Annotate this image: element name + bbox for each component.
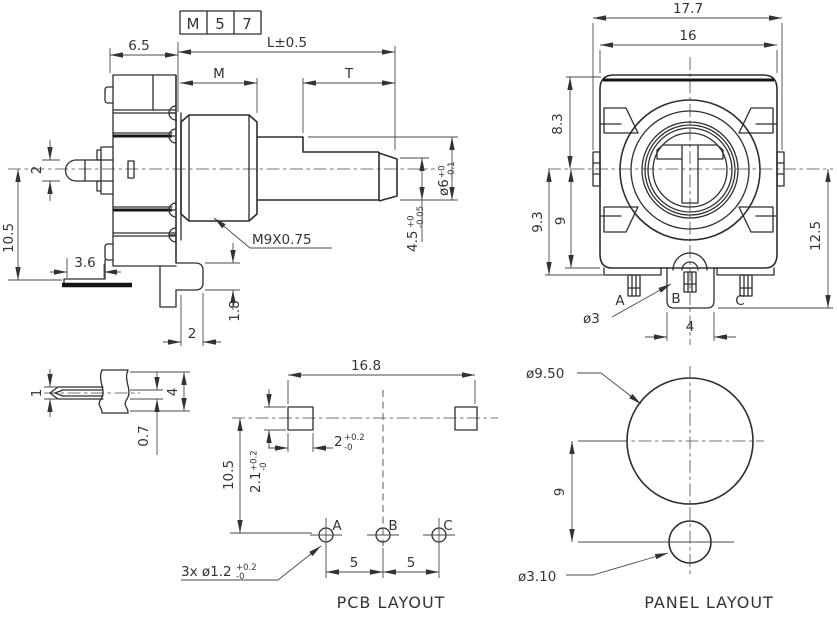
dim-1-8: 1.8 <box>227 300 243 321</box>
pcb-slots <box>287 406 478 431</box>
dim-T: T <box>344 66 354 82</box>
svg-text:4.5: 4.5 <box>405 231 421 252</box>
panel-centerlines <box>615 366 764 574</box>
dim-terminal-1: 1 <box>29 389 45 398</box>
dim-pcb-holes: 3x ø1.2 +0.2 -0 <box>181 563 257 582</box>
front-view-centerlines <box>548 57 833 345</box>
panel-layout-view: ø9.50 9 ø3.10 PANEL LAYOUT <box>518 366 774 612</box>
part-code-cell-3: 7 <box>242 15 252 33</box>
pcb-hole-label-a: A <box>332 518 342 534</box>
dim-hole-o3: ø3 <box>583 311 600 327</box>
dim-17-7: 17.7 <box>673 1 703 17</box>
dim-pcb-10-5: 10.5 <box>221 460 237 490</box>
front-view-body <box>592 74 785 269</box>
svg-text:3x ø1.2: 3x ø1.2 <box>181 564 232 580</box>
svg-text:-0: -0 <box>236 572 244 582</box>
dim-9-3: 9.3 <box>530 211 546 232</box>
dim-10-5: 10.5 <box>1 223 17 253</box>
dim-index-hole: ø3.10 <box>518 569 556 585</box>
svg-text:+0.2: +0.2 <box>250 450 260 471</box>
front-pin-label-b: B <box>671 291 680 307</box>
dim-L: L±0.5 <box>267 35 307 51</box>
dim-pin-2: 2 <box>29 166 45 175</box>
svg-text:-0.1: -0.1 <box>447 161 457 178</box>
side-pin <box>64 159 114 182</box>
svg-text:-0: -0 <box>259 463 269 471</box>
panel-dimensions: ø9.50 9 ø3.10 <box>518 366 734 585</box>
dim-slot-width: 2 +0.2 -0 <box>334 433 365 453</box>
dim-9: 9 <box>553 217 569 226</box>
terminal-shape <box>49 369 130 414</box>
svg-text:ø6: ø6 <box>436 179 452 196</box>
dim-M: M <box>213 66 225 82</box>
front-pin-b <box>683 271 697 293</box>
dim-panel-9: 9 <box>552 488 568 497</box>
terminal-dimensions: 1 4 0.7 <box>29 369 190 455</box>
front-pin-label-a: A <box>615 293 625 309</box>
svg-text:-0: -0 <box>344 443 352 453</box>
dim-slot-height: 2.1 +0.2 -0 <box>248 450 269 493</box>
dim-shaft-flat: 4.5 +0 -0.05 <box>405 206 426 252</box>
front-view-rosette <box>619 99 761 241</box>
pcb-dimensions: 16.8 2 +0.2 -0 2.1 +0.2 -0 10.5 3 <box>181 358 476 582</box>
dim-pitch-ab: 5 <box>350 555 359 571</box>
pcb-layout-title: PCB LAYOUT <box>337 593 446 612</box>
dim-main-hole: ø9.50 <box>526 366 564 382</box>
thread-label: M9X0.75 <box>252 232 312 248</box>
dim-terminal-4: 4 <box>165 388 181 397</box>
front-view-dimensions: 17.7 16 8.3 9.3 9 12.5 ø3 4 <box>530 1 833 341</box>
dim-16: 16 <box>679 28 696 44</box>
dim-16-8: 16.8 <box>351 358 381 374</box>
threaded-bushing <box>180 114 258 222</box>
front-pin-a <box>627 274 641 297</box>
part-code-box: M 5 7 <box>179 10 262 35</box>
svg-text:+0: +0 <box>407 215 417 228</box>
svg-text:-0.05: -0.05 <box>416 206 426 228</box>
svg-text:2.1: 2.1 <box>248 472 264 493</box>
svg-text:+0.2: +0.2 <box>236 563 257 573</box>
dim-3-6: 3.6 <box>74 255 95 271</box>
panel-layout-title: PANEL LAYOUT <box>644 593 774 612</box>
dim-pitch-bc: 5 <box>407 555 416 571</box>
svg-text:+0.2: +0.2 <box>344 433 365 443</box>
dim-terminal-0-7: 0.7 <box>136 425 152 446</box>
front-view: A B C 17.7 16 8.3 9.3 9 12.5 ø3 <box>530 1 833 345</box>
shaft <box>257 136 398 202</box>
dim-tab-4: 4 <box>686 319 695 335</box>
side-view: 6.5 L±0.5 M T 2 10.5 3.6 <box>1 35 458 346</box>
dim-12-5: 12.5 <box>808 221 824 251</box>
pcb-hole-label-b: B <box>388 518 397 534</box>
panel-main-hole <box>626 377 754 505</box>
svg-text:2: 2 <box>334 434 343 450</box>
pcb-hole-label-c: C <box>443 518 452 534</box>
side-view-body <box>96 74 177 267</box>
terminal-detail-view: 1 4 0.7 <box>29 369 190 455</box>
side-view-dimensions: 6.5 L±0.5 M T 2 10.5 3.6 <box>1 35 458 346</box>
dim-tab-2: 2 <box>188 326 197 342</box>
front-pin-c <box>739 274 753 297</box>
dim-shaft-dia: ø6 +0 -0.1 <box>436 161 457 196</box>
dim-6-5: 6.5 <box>128 38 149 54</box>
pcb-layout-view: A B C 16.8 2 +0.2 -0 2.1 +0.2 -0 <box>181 358 498 612</box>
part-code-cell-1: M <box>187 15 200 33</box>
dim-8-3: 8.3 <box>550 113 566 134</box>
svg-text:+0: +0 <box>438 165 448 178</box>
front-pin-label-c: C <box>735 293 744 309</box>
part-code-cell-2: 5 <box>215 15 225 33</box>
